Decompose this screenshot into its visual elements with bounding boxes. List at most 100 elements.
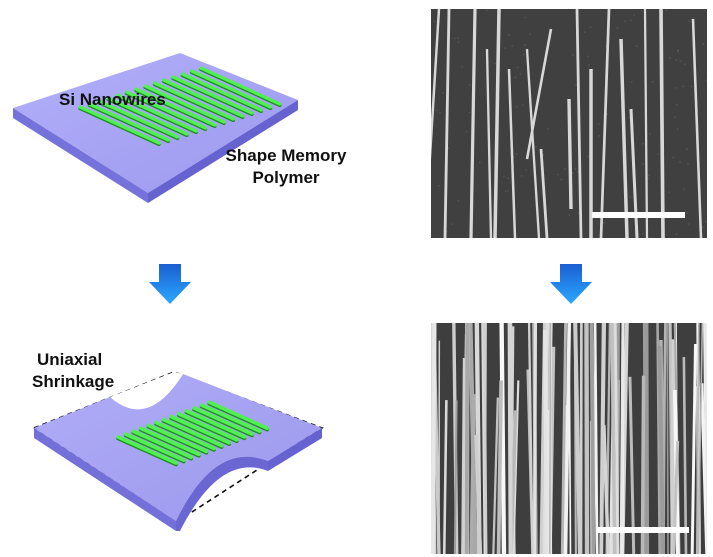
sem-wire: [474, 434, 483, 554]
sem-noise: [682, 85, 684, 88]
sem-noise: [675, 233, 678, 236]
sem-noise: [465, 130, 468, 133]
nanowire: [115, 93, 198, 133]
sem-noise: [676, 103, 678, 106]
sem-noise: [669, 56, 672, 59]
nanowire: [171, 75, 254, 115]
sem-noise: [705, 220, 707, 223]
sem-wire: [700, 383, 707, 554]
nanowire: [78, 105, 161, 145]
sem-wire: [443, 9, 451, 238]
shrunk-substrate-side-right: [176, 456, 268, 531]
sem-wire: [691, 18, 703, 238]
nanowire: [96, 99, 180, 139]
sem-wire: [507, 68, 517, 238]
sem-wire: [493, 9, 501, 238]
sem-wire: [599, 9, 611, 238]
sem-noise: [677, 49, 680, 51]
nanowire: [192, 406, 254, 436]
sem-wire: [431, 9, 441, 160]
sem-noise: [508, 34, 510, 36]
sem-wire: [492, 397, 499, 554]
sem-noise: [542, 154, 545, 157]
sem-wire: [499, 323, 507, 554]
sem-noise: [504, 190, 507, 193]
sem-wire: [525, 28, 553, 160]
sem-noise: [588, 64, 590, 66]
sem-wire: [469, 9, 477, 238]
sem-wire: [619, 38, 629, 238]
sem-noise: [560, 178, 563, 181]
sem-noise: [630, 19, 632, 22]
sem-wire: [704, 323, 707, 554]
sem-noise: [691, 85, 693, 88]
sem-noise: [587, 155, 590, 158]
sem-noise: [457, 199, 460, 202]
sem-noise: [633, 14, 635, 17]
sem-noise: [468, 84, 471, 86]
nanowire-array-before: [78, 66, 282, 147]
sem-wire: [628, 376, 636, 554]
sem-noise: [628, 116, 631, 119]
sem-noise: [649, 133, 651, 135]
sem-wire: [563, 323, 572, 554]
sem-wire: [690, 343, 697, 554]
sem-wire: [525, 48, 541, 238]
sem-noise: [504, 47, 506, 49]
uniaxial-shrinkage-line2: Shrinkage: [32, 372, 115, 391]
nanowire: [152, 81, 235, 121]
sem-noise: [513, 156, 515, 158]
shrunk-substrate-side-far: [268, 428, 322, 471]
sem-wire: [549, 323, 552, 554]
sem-noise: [679, 161, 681, 163]
sem-noise: [516, 66, 519, 69]
sem-noise: [605, 45, 607, 47]
sem-wire: [599, 323, 607, 554]
nanowire: [169, 414, 231, 445]
sem-wire: [464, 323, 470, 554]
sem-wire: [567, 98, 573, 210]
sem-noise: [668, 191, 671, 193]
sem-wire: [431, 323, 437, 554]
sem-wire: [659, 9, 665, 238]
sem-noise: [439, 112, 441, 114]
sem-noise: [674, 87, 677, 89]
sem-wire: [644, 323, 650, 554]
sem-noise: [598, 135, 600, 137]
nanowire: [116, 435, 178, 465]
sem-noise: [589, 26, 592, 28]
sem-noise: [597, 123, 600, 125]
sem-wire: [507, 323, 513, 554]
sem-image-before: [431, 9, 707, 238]
nanowire: [106, 96, 189, 136]
sem-noise: [461, 66, 464, 68]
nanowire: [131, 429, 193, 460]
sem-wire: [666, 323, 669, 554]
shape-memory-polymer-line1: Shape Memory: [225, 146, 347, 165]
nanowire: [199, 66, 282, 106]
sem-noise: [574, 168, 577, 170]
sem-noise: [603, 222, 605, 224]
sem-wire: [697, 323, 704, 554]
nanowire: [177, 411, 239, 442]
sem-noise: [674, 116, 677, 118]
sem-wire: [670, 339, 676, 554]
sem-wire: [682, 357, 688, 554]
sem-noise: [457, 37, 459, 40]
nanowire: [207, 400, 270, 431]
substrate-diagram-after: [33, 371, 324, 531]
nanowire: [190, 69, 273, 109]
sem-noise: [468, 111, 471, 114]
sem-wire: [640, 375, 646, 554]
sem-noise: [447, 147, 450, 149]
sem-noise: [657, 153, 659, 156]
sem-noise: [454, 37, 456, 40]
nanowire: [124, 90, 208, 130]
sem-wire: [589, 323, 596, 554]
sem-noise: [687, 163, 689, 165]
nanowire: [161, 417, 224, 448]
sem-wire: [657, 346, 666, 554]
sem-noise: [676, 128, 679, 131]
sem-wire: [613, 323, 620, 554]
sem-wire: [593, 323, 599, 554]
